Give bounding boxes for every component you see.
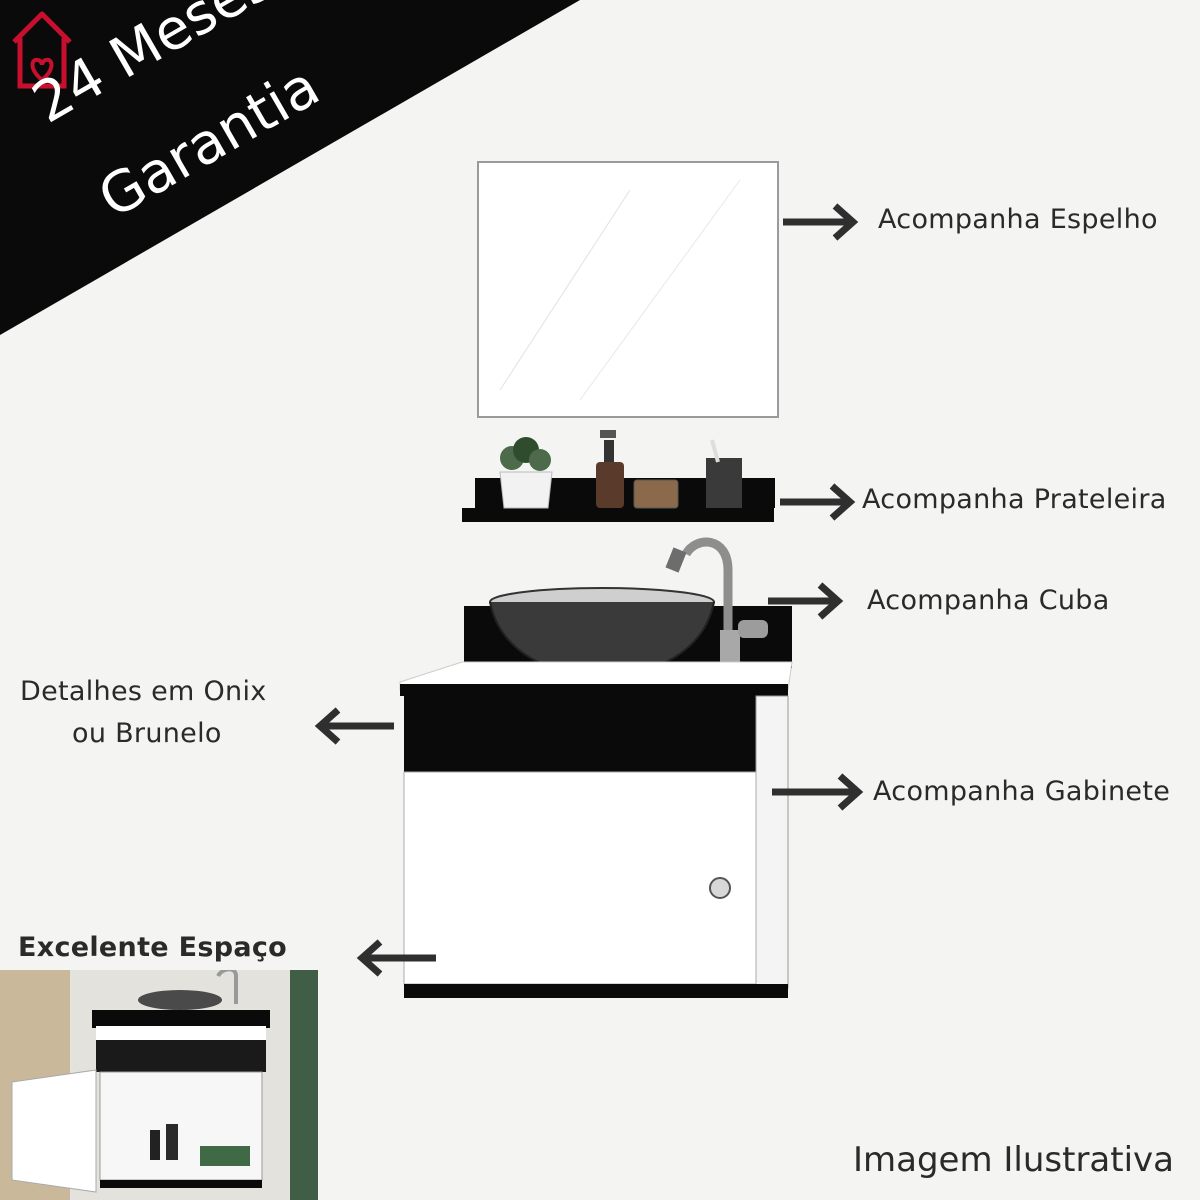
arrow-right-icon bbox=[768, 582, 844, 620]
shelf-label: Acompanha Prateleira bbox=[862, 484, 1167, 515]
arrow-right-icon bbox=[780, 483, 856, 521]
mirror-label: Acompanha Espelho bbox=[878, 204, 1158, 235]
shelf-illustration bbox=[462, 430, 775, 522]
basin-label: Acompanha Cuba bbox=[867, 585, 1110, 616]
house-heart-icon bbox=[12, 11, 72, 89]
cabinet-label: Acompanha Gabinete bbox=[873, 776, 1171, 807]
details-label-line1: Detalhes em Onix bbox=[20, 676, 267, 707]
warranty-corner-banner bbox=[0, 0, 580, 335]
vanity-product-illustration bbox=[399, 161, 793, 998]
arrow-left-icon bbox=[356, 939, 436, 977]
mirror-illustration bbox=[477, 161, 779, 418]
arrow-left-icon bbox=[314, 707, 394, 745]
arrow-right-icon bbox=[772, 773, 864, 811]
faucet-illustration bbox=[665, 537, 768, 666]
arrow-right-icon bbox=[783, 203, 859, 241]
space-label: Excelente Espaço bbox=[18, 932, 287, 963]
details-label-line2: ou Brunelo bbox=[72, 718, 222, 749]
open-cabinet-photo bbox=[0, 970, 318, 1200]
illustrative-image-note: Imagem Ilustrativa bbox=[852, 1140, 1174, 1180]
basin-bowl-illustration bbox=[489, 587, 715, 679]
